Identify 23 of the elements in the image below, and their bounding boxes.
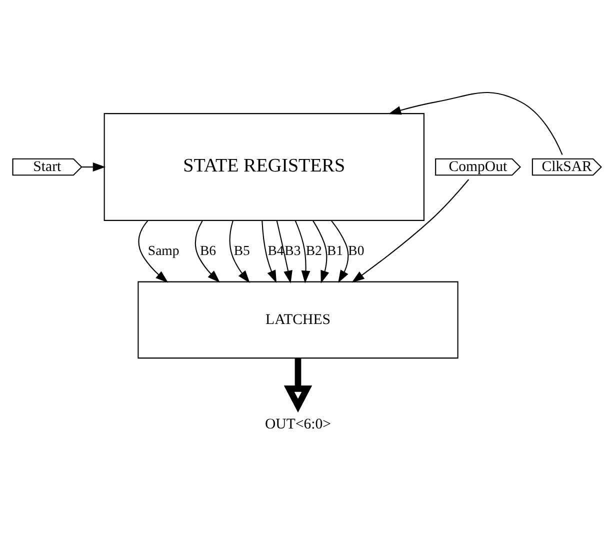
arrow [331,220,349,282]
arrow [138,220,168,282]
edge-label: B5 [234,242,250,258]
edge-label: B3 [284,242,301,258]
node-text: OUT<6:0> [264,416,332,432]
arrow [284,358,312,412]
node-box: STATE REGISTERS [104,112,424,220]
edge-label: B1 [327,242,344,258]
edge-label: Samp [148,242,180,258]
arrow [229,220,250,283]
arrow [82,162,106,171]
arrow [194,220,220,282]
arrow [294,220,310,283]
edge-label: B0 [348,242,364,258]
node-box: LATCHES [138,280,458,358]
edge-label: B2 [306,242,322,258]
arrow [276,220,292,283]
edge-label: B4 [268,242,284,258]
arrow [312,220,330,283]
edge-label: B6 [200,242,216,258]
arrow [262,220,277,283]
arrow [388,92,563,154]
arrow [352,178,470,282]
